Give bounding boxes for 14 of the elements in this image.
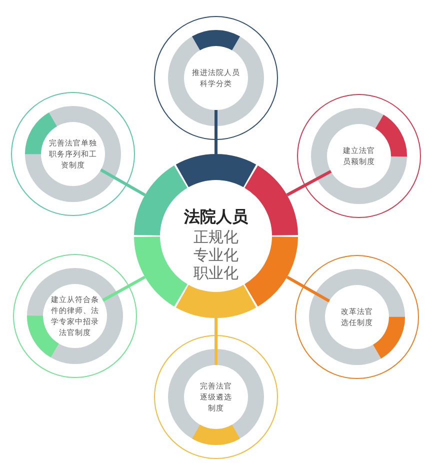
center-title: 法院人员 (183, 207, 249, 227)
center-subtitle: 正规化 (192, 228, 240, 246)
ring-segment (176, 284, 256, 318)
circle-node (11, 92, 135, 216)
ring-segment (176, 154, 256, 188)
center-subtitle: 职业化 (192, 264, 240, 282)
circle-node (154, 335, 278, 459)
ring-segment (244, 236, 298, 306)
ring-segment (134, 236, 188, 306)
circle-node (295, 255, 419, 379)
circle-node (297, 94, 421, 218)
circle-node (154, 16, 278, 140)
center-subtitle: 专业化 (192, 246, 240, 264)
circle-node (13, 254, 137, 378)
